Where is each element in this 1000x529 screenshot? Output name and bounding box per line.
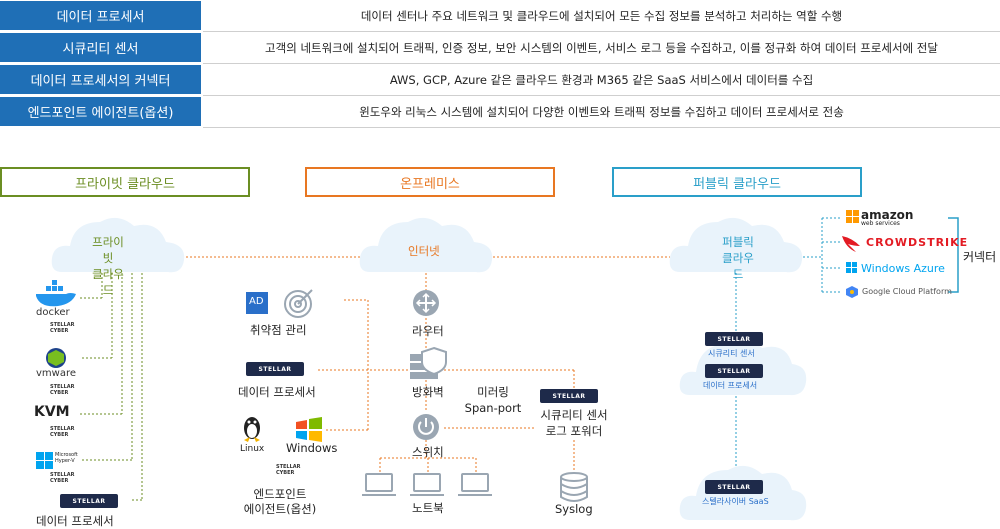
- router-label: 라우터: [412, 324, 444, 338]
- linux-tux-icon: [244, 417, 260, 442]
- crowdstrike-icon: [842, 236, 860, 252]
- kvm-label: KVM: [34, 404, 70, 420]
- zone-onprem: 온프레미스: [305, 167, 555, 197]
- vmware-label: vmware: [36, 368, 77, 379]
- row-desc: AWS, GCP, Azure 같은 클라우드 환경과 M365 같은 SaaS…: [389, 72, 814, 87]
- connector-label: 커넥터: [963, 250, 997, 264]
- internet-cloud-shape: [359, 217, 493, 273]
- ad-icon-bg: [246, 292, 268, 314]
- private-cloud-label: 프라이빗 클라우드: [92, 235, 124, 297]
- target-icon: [284, 289, 313, 318]
- google-cloud-icon: [846, 286, 858, 298]
- stellar-badge: STELLAR: [705, 364, 763, 378]
- vmware-icon: [46, 348, 66, 368]
- mirror-label: 미러링 Span-port: [464, 385, 522, 415]
- ad-label: AD: [249, 296, 264, 307]
- private-cloud-shape: [51, 217, 185, 273]
- row-head: 데이터 프로세서: [0, 1, 201, 30]
- stellar-cyber-logo: STELLAR CYBER: [50, 384, 75, 396]
- stellar-badge: STELLAR: [705, 480, 763, 494]
- switch-label: 스위치: [412, 445, 444, 459]
- docker-icon: [36, 280, 76, 307]
- public-sensor-label: 시큐리티 센서: [708, 349, 755, 358]
- router-icon: [413, 290, 439, 316]
- laptop-icons: [362, 473, 492, 496]
- stellar-cyber-logo: STELLAR CYBER: [276, 464, 301, 476]
- gcp-label: Google Cloud Platform: [862, 287, 952, 296]
- windows-label: Windows: [286, 441, 338, 455]
- stellar-badge: STELLAR: [246, 362, 304, 376]
- stellar-badge: STELLAR: [540, 389, 598, 403]
- row-desc: 고객의 네트워크에 설치되어 트래픽, 인증 정보, 보안 시스템의 이벤트, …: [265, 40, 938, 55]
- row-desc: 윈도우와 리눅스 시스템에 설치되어 다양한 이벤트와 트래픽 정보를 수집하고…: [359, 104, 844, 119]
- vuln-mgmt-label: 취약점 관리: [250, 323, 307, 337]
- crowdstrike-label: CROWDSTRIKE: [866, 236, 969, 249]
- row-head: 시큐리티 센서: [0, 33, 201, 62]
- stellar-cyber-logo: STELLAR CYBER: [50, 472, 75, 484]
- firewall-icon: [410, 346, 447, 379]
- internet-label: 인터넷: [408, 244, 440, 258]
- database-icon: [560, 472, 588, 502]
- syslog-label: Syslog: [555, 502, 593, 516]
- row-desc: 데이터 센터나 주요 네트워크 및 클라우드에 설치되어 모든 수집 정보를 분…: [360, 8, 843, 23]
- public-cloud-label: 퍼블릭 클라우드: [722, 235, 754, 281]
- row-head: 엔드포인트 에이전트(옵션): [0, 97, 201, 126]
- azure-label: Windows Azure: [861, 262, 945, 275]
- firewall-label: 방화벽: [412, 385, 444, 399]
- public-cloud-shape: [669, 217, 803, 273]
- row-head: 데이터 프로세서의 커넥터: [0, 65, 201, 94]
- onprem-sensor-label: 시큐리티 센서 로그 포워더: [540, 408, 608, 438]
- azure-icon: [846, 262, 857, 273]
- docker-label: docker: [36, 307, 70, 318]
- saas-label: 스텔라사이버 SaaS: [702, 497, 769, 506]
- hyperv-label: Microsoft Hyper-V: [55, 452, 78, 464]
- stellar-cyber-logo: STELLAR CYBER: [50, 426, 75, 438]
- amazon-label: amazon: [861, 208, 914, 222]
- windows-logo-icon: [296, 417, 322, 442]
- zone-public: 퍼블릭 클라우드: [612, 167, 862, 197]
- private-processor-label: 데이터 프로세서: [36, 514, 114, 528]
- endpoint-agent-label: 엔드포인트 에이전트(옵션): [243, 487, 317, 516]
- table-row: 데이터 프로세서 데이터 센터나 주요 네트워크 및 클라우드에 설치되어 모든…: [0, 1, 1000, 30]
- public-processor-label: 데이터 프로세서: [703, 381, 758, 390]
- table-row: 데이터 프로세서의 커넥터 AWS, GCP, Azure 같은 클라우드 환경…: [0, 65, 1000, 94]
- stellar-badge: STELLAR: [705, 332, 763, 346]
- onprem-processor-label: 데이터 프로세서: [238, 385, 316, 399]
- laptop-label: 노트북: [412, 501, 444, 515]
- hyperv-icon: [36, 452, 53, 469]
- stellar-badge: STELLAR: [60, 494, 118, 508]
- aws-label: web services: [861, 220, 900, 227]
- table-row: 엔드포인트 에이전트(옵션) 윈도우와 리눅스 시스템에 설치되어 다양한 이벤…: [0, 97, 1000, 126]
- power-switch-icon: [413, 414, 439, 440]
- linux-label: Linux: [240, 444, 265, 454]
- table-row: 시큐리티 센서 고객의 네트워크에 설치되어 트래픽, 인증 정보, 보안 시스…: [0, 33, 1000, 62]
- amazon-icon: [846, 210, 859, 223]
- zone-private: 프라이빗 클라우드: [0, 167, 250, 197]
- stellar-cyber-logo: STELLAR CYBER: [50, 322, 75, 334]
